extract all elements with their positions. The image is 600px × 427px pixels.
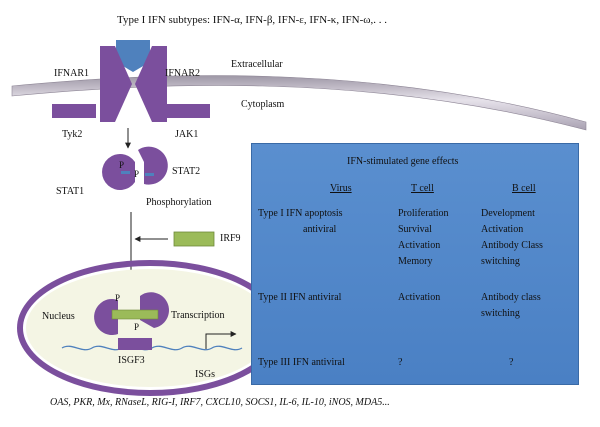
row1-virus-line2: antiviral (303, 224, 337, 235)
jak1-kinase (166, 104, 210, 118)
row1-bcell-2: Activation (481, 224, 524, 235)
jak1-label: JAK1 (175, 129, 199, 140)
transcription-label: Transcription (171, 310, 225, 321)
tyk2-label: Tyk2 (62, 129, 83, 140)
table-title: IFN-stimulated gene effects (347, 156, 459, 167)
row1-tcell-2: Survival (398, 224, 432, 235)
header-virus: Virus (330, 183, 352, 194)
row2-tcell-1: Activation (398, 292, 441, 303)
isgf3-stat1 (94, 299, 118, 335)
isgf3-p1-label: P (115, 293, 121, 303)
irf9-protein (173, 231, 215, 247)
stat2-protein (138, 146, 168, 185)
ifnar2-receptor (135, 46, 167, 122)
row1-bcell-1: Development (481, 208, 535, 219)
ifnar1-receptor (100, 46, 132, 122)
row3-virus: Type III IFN antiviral (258, 357, 345, 368)
ifnar1-label: IFNAR1 (54, 68, 90, 79)
tyk2-kinase (52, 104, 96, 118)
row1-bcell-4: switching (481, 256, 520, 267)
cytoplasm-label: Cytoplasm (241, 99, 285, 110)
row1-bcell-3: Antibody Class (481, 240, 543, 251)
row1-tcell-3: Activation (398, 240, 441, 251)
nucleus-label: Nucleus (42, 311, 75, 322)
row3-bcell-1: ? (509, 357, 514, 368)
irf9-label: IRF9 (220, 233, 241, 244)
stat2-label: STAT2 (172, 166, 201, 177)
nucleus-interior (26, 269, 274, 387)
row2-bcell-2: switching (481, 308, 520, 319)
isg-genes-list: OAS, PKR, Mx, RNaseL, RIG-I, IRF7, CXCL1… (50, 397, 390, 408)
stat1-phospho-mark (121, 171, 130, 174)
row3-tcell-1: ? (398, 357, 403, 368)
extracellular-label: Extracellular (231, 59, 283, 70)
ifn-subtypes-title: Type I IFN subtypes: IFN-α, IFN-β, IFN-ε… (117, 14, 387, 26)
ifn-ligand (116, 40, 150, 72)
row1-tcell-4: Memory (398, 256, 433, 267)
cell-membrane (11, 75, 587, 131)
row1-tcell-1: Proliferation (398, 208, 449, 219)
stat2-phospho-mark (145, 173, 154, 176)
header-t-cell: T cell (411, 183, 434, 194)
row2-virus: Type II IFN antiviral (258, 292, 342, 303)
arrow-transcription (205, 331, 237, 349)
stat1-label: STAT1 (56, 186, 85, 197)
isgf3-dna-binding (118, 338, 152, 350)
header-b-cell: B cell (512, 183, 536, 194)
isgs-label: ISGs (195, 369, 216, 380)
phosphorylation-label: Phosphorylation (146, 197, 212, 208)
ifnar2-label: IFNAR2 (165, 68, 201, 79)
isgf3-p2-label: P (134, 322, 140, 332)
isgf3-label: ISGF3 (118, 355, 145, 366)
stat1-protein (102, 154, 135, 190)
ifn-effects-table: IFN-stimulated gene effects Virus T cell… (251, 143, 579, 385)
stat2-p-label: P (134, 169, 140, 179)
row1-virus-line1: Type I IFN apoptosis (258, 208, 343, 219)
isgf3-irf9 (111, 309, 159, 320)
row2-bcell-1: Antibody class (481, 292, 541, 303)
stat1-p-label: P (119, 160, 125, 170)
